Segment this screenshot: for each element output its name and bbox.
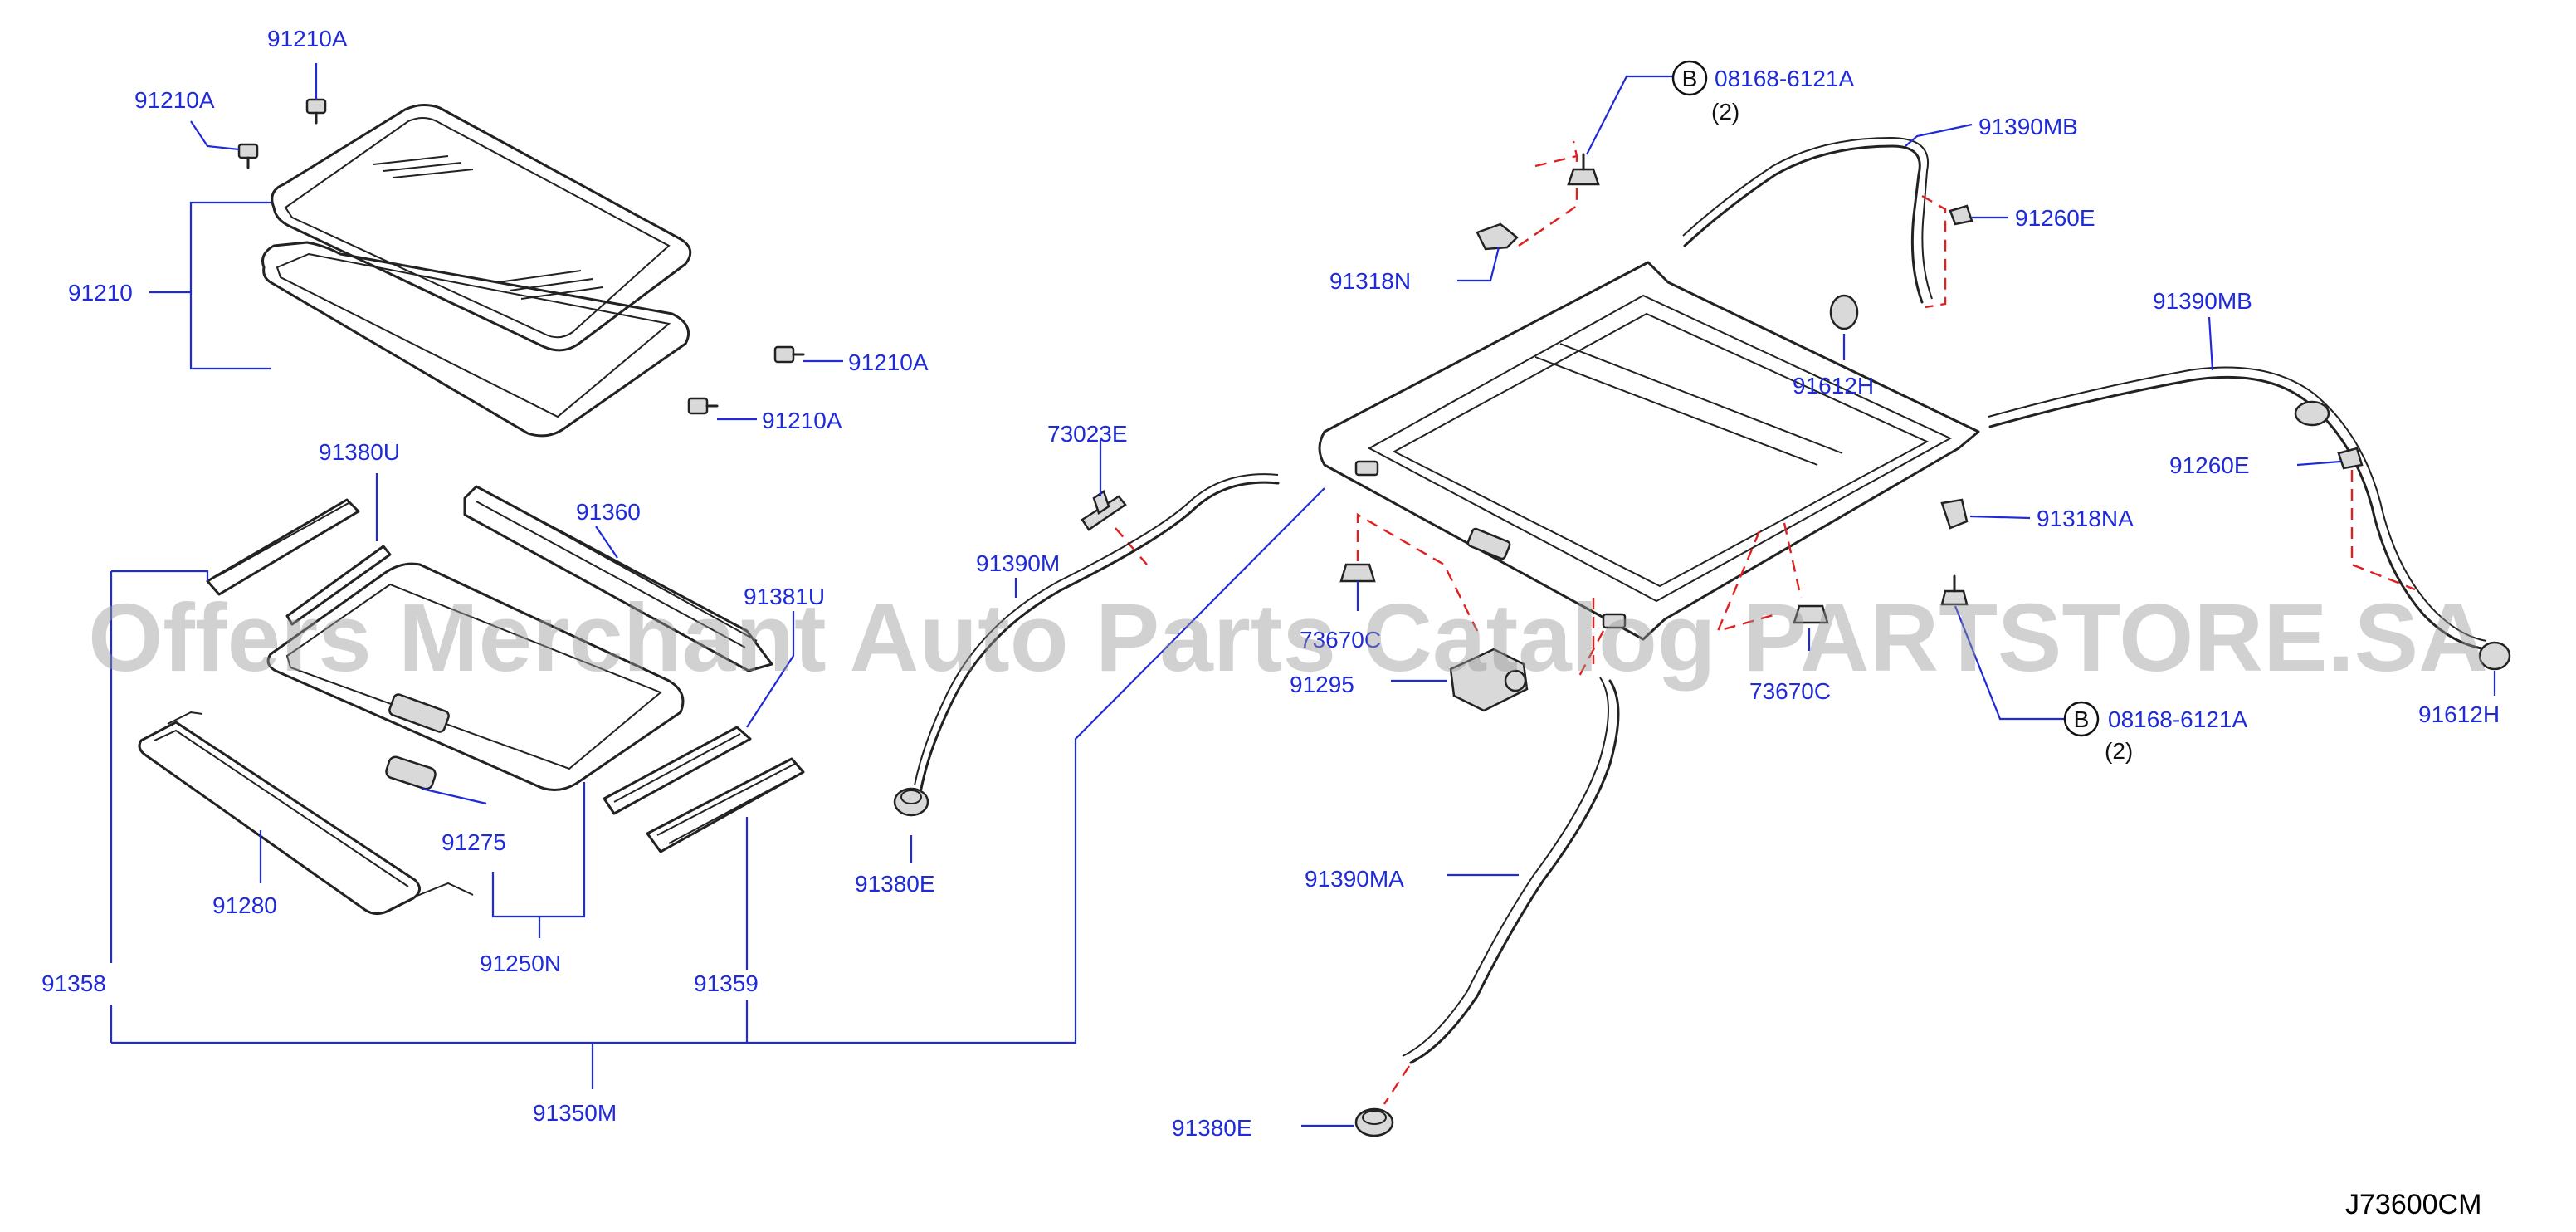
label-73023E: 73023E — [1047, 421, 1128, 447]
label-91350M: 91350M — [533, 1100, 617, 1126]
label-91250N: 91250N — [480, 951, 561, 976]
glass-panel — [271, 104, 692, 352]
drain-hose-91390MB-upper — [1682, 136, 1933, 304]
label-91359: 91359 — [694, 970, 759, 996]
bolt-marker-upper: B — [1671, 60, 1708, 96]
leader-lines — [110, 63, 2496, 1127]
diagram-code: J73600CM — [2345, 1189, 2481, 1220]
drain-hose-91390MA — [1402, 677, 1620, 1064]
bolt-marker-lower: B — [2063, 701, 2100, 737]
bracket-91318N — [1476, 222, 1519, 251]
grommet-91380E-lower — [1354, 1107, 1394, 1137]
screw-91210A-top — [305, 98, 327, 125]
label-91612H-upper: 91612H — [1793, 373, 1874, 398]
rail-91380U — [206, 498, 392, 626]
nut-73670C-right — [1793, 604, 1829, 624]
label-91380U: 91380U — [319, 439, 400, 465]
roof-frame — [1318, 261, 1980, 641]
label-91612H-right: 91612H — [2418, 702, 2500, 727]
clip-91260E-upper — [1949, 204, 1973, 226]
glass-seal — [261, 241, 690, 438]
bolt-marker-lower-letter: B — [2074, 706, 2090, 732]
label-91210A-right-2: 91210A — [762, 408, 842, 433]
label-91390MB-upper: 91390MB — [1978, 114, 2078, 139]
label-73670C-left: 73670C — [1300, 627, 1381, 653]
label-91390MA: 91390MA — [1305, 866, 1404, 892]
label-91358: 91358 — [41, 970, 106, 996]
label-91318NA: 91318NA — [2037, 506, 2134, 531]
label-91380E-upper: 91380E — [855, 871, 935, 897]
label-73670C-right: 73670C — [1749, 678, 1831, 704]
label-08168-lower-qty: (2) — [2105, 738, 2133, 764]
screw-91210A-right-2 — [687, 397, 719, 415]
grommet-91612H-upper — [1829, 294, 1859, 330]
drain-hose-91390MB-right — [1988, 366, 2488, 651]
sunshade-handle — [385, 755, 437, 790]
label-08168-upper: 08168-6121A — [1715, 66, 1854, 91]
bolt-08168-lower — [1940, 574, 1969, 606]
bracket-91318NA — [1940, 498, 1969, 530]
sunroof-frame — [266, 562, 685, 791]
sunshade — [138, 711, 474, 916]
label-08168-lower: 08168-6121A — [2108, 706, 2247, 732]
screw-91210A-right-1 — [773, 345, 805, 364]
label-91360: 91360 — [576, 499, 641, 525]
label-91210A-right-1: 91210A — [848, 350, 929, 375]
drain-hose-91390M — [914, 473, 1280, 790]
label-91275: 91275 — [442, 829, 506, 855]
label-91318N: 91318N — [1329, 268, 1411, 294]
sunroof-motor — [1449, 648, 1529, 712]
label-91381U: 91381U — [744, 584, 825, 609]
label-91295: 91295 — [1290, 672, 1354, 697]
label-91210A-left: 91210A — [134, 87, 215, 113]
grommet-91380E-upper — [893, 787, 929, 817]
label-91390M: 91390M — [976, 550, 1060, 576]
screw-91210A-left — [237, 143, 259, 169]
label-91260E-upper: 91260E — [2015, 205, 2095, 231]
wind-deflector — [463, 485, 773, 672]
label-91280: 91280 — [212, 892, 277, 918]
clip-91260E-right — [2337, 447, 2364, 470]
label-91210A-top: 91210A — [267, 26, 348, 51]
label-91380E-lower: 91380E — [1172, 1115, 1252, 1141]
label-91260E-right: 91260E — [2169, 452, 2250, 478]
guide-91381U — [603, 726, 752, 815]
bolt-08168-upper — [1567, 153, 1600, 186]
bolt-marker-upper-letter: B — [1682, 66, 1698, 91]
rail-91359 — [646, 757, 805, 853]
label-91210: 91210 — [68, 280, 133, 306]
nut-73670C-left — [1339, 563, 1376, 583]
watermark: Offers Merchant Auto Parts Catalog PARTS… — [88, 584, 2488, 692]
label-08168-upper-qty: (2) — [1711, 99, 1739, 125]
bracket-73023E — [1081, 490, 1127, 531]
label-91390MB-right: 91390MB — [2153, 288, 2252, 314]
grommet-91612H-right — [2478, 641, 2511, 671]
